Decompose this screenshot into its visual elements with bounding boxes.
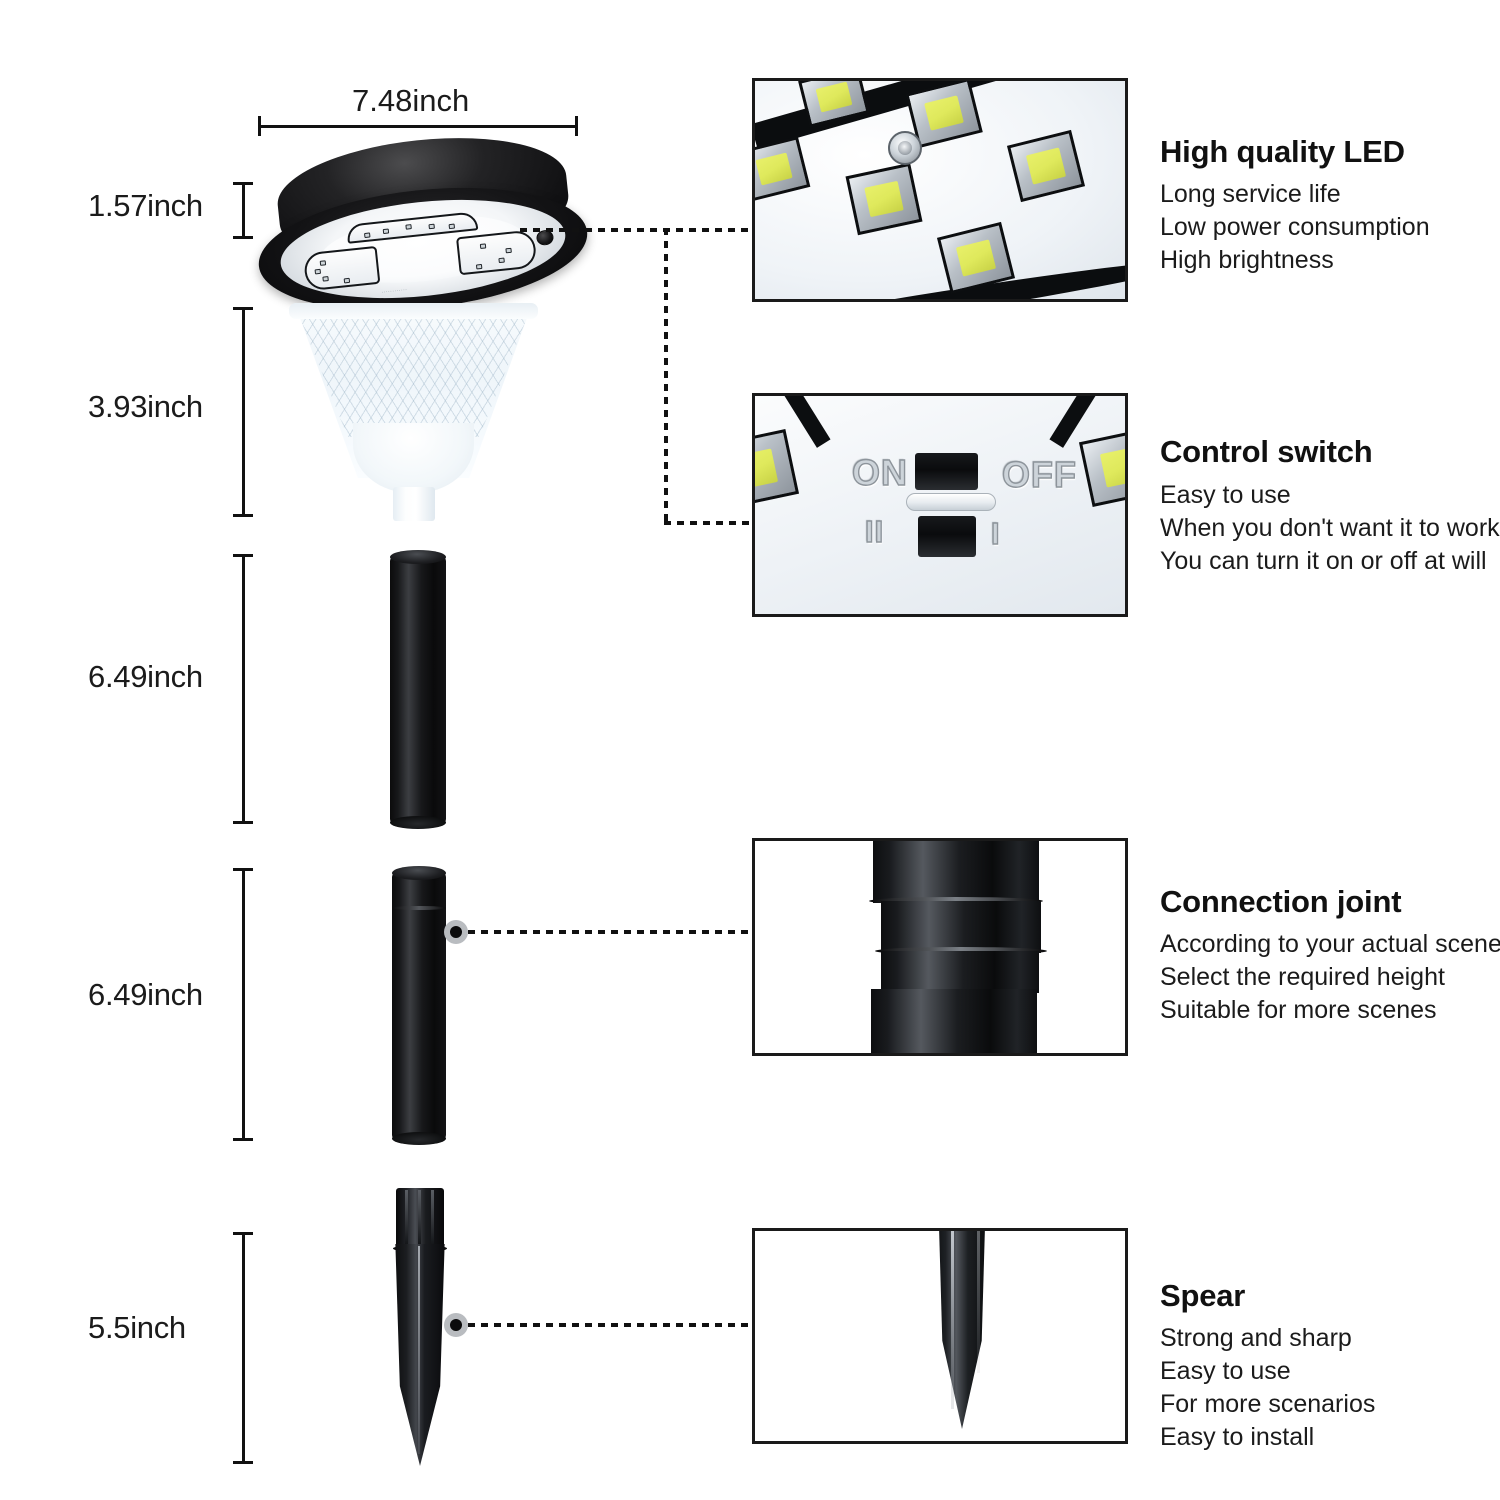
joint-tube-upper [873, 841, 1039, 903]
pole-upper-cap-bottom [390, 816, 446, 829]
pole-lower-cap-top [392, 866, 446, 880]
feature-line: Low power consumption [1160, 213, 1430, 241]
dimension-bar-cap-bottom [233, 1138, 253, 1141]
feature-line: Easy to use [1160, 481, 1291, 509]
switch-label-off: OFF [1001, 453, 1077, 495]
dimension-bar-cap-top [233, 182, 253, 185]
diffuser-texture [299, 317, 528, 437]
callout-dot-spear [444, 1313, 468, 1337]
feature-line: You can turn it on or off at will [1160, 547, 1487, 575]
feature-line: Easy to install [1160, 1423, 1315, 1451]
switch-label-two: II [864, 513, 885, 549]
dimension-bar-cap-top [233, 868, 253, 871]
feature-title-led: High quality LED [1160, 134, 1405, 169]
dimension-bar-ground-spike [233, 1232, 253, 1464]
dimension-label-diffuser: 3.93inch [88, 389, 203, 424]
light-sensor-icon [535, 229, 555, 247]
switch-rocker-upper[interactable] [915, 453, 978, 490]
pole-upper-cap-top [390, 550, 446, 564]
feature-line: High brightness [1160, 246, 1334, 274]
product-pole-upper [390, 556, 446, 824]
product-pole-lower [392, 872, 446, 1140]
dimension-bar-diffuser [233, 307, 253, 517]
dimension-label-lamp-head: 1.57inch [88, 188, 203, 223]
dimension-bar-cap-top [233, 554, 253, 557]
dimension-bar-width-line [258, 125, 578, 128]
dimension-bar-cap-bottom [233, 1461, 253, 1464]
feature-line: When you don't want it to work [1160, 514, 1500, 542]
dimension-bar-line [242, 554, 245, 824]
dimension-bar-line [242, 182, 245, 239]
dimension-label-lower-pole: 6.49inch [88, 977, 203, 1012]
dimension-label-ground-spike: 5.5inch [88, 1310, 186, 1345]
feature-photo-spear [752, 1228, 1128, 1444]
dimension-bar-lower-pole [233, 868, 253, 1141]
feature-line: For more scenarios [1160, 1390, 1376, 1418]
switch-label-one: I [990, 515, 1001, 551]
feature-lines-joint: According to your actual scene Select th… [1160, 928, 1500, 1027]
led-board-screw [888, 131, 922, 165]
switch-label-on: ON [851, 451, 908, 493]
pole-lower-cap-bottom [392, 1132, 446, 1145]
diffuser-neck [393, 487, 435, 521]
feature-line: Strong and sharp [1160, 1324, 1352, 1352]
diffuser-bowl [353, 423, 474, 493]
feature-photo-switch: ON OFF II I [752, 393, 1128, 617]
dimension-bar-cap-bottom [233, 514, 253, 517]
feature-title-switch: Control switch [1160, 434, 1373, 469]
feature-photo-joint [752, 838, 1128, 1056]
led-arc-right [456, 229, 538, 276]
spear-highlight-left [951, 1231, 954, 1409]
dimension-bar-upper-pole [233, 554, 253, 824]
product-diffuser [287, 303, 540, 521]
led-chip [755, 429, 800, 509]
spear-blade [938, 1231, 986, 1429]
callout-dot-joint [444, 920, 468, 944]
joint-tube-mid [881, 951, 1039, 993]
leader-line-led [520, 228, 752, 232]
product-spike-edge-highlight [418, 1246, 420, 1454]
switch-rocker-lower[interactable] [918, 516, 976, 557]
leader-line-switch [664, 521, 754, 525]
led-chip [1078, 427, 1125, 507]
dimension-bar-width [258, 116, 578, 136]
feature-title-spear: Spear [1160, 1278, 1246, 1313]
dimension-bar-line [242, 868, 245, 1141]
product-spike-blade [395, 1244, 445, 1466]
led-arc-left [302, 246, 381, 292]
dimension-label-width: 7.48inch [352, 83, 470, 118]
dimension-bar-cap-bottom [233, 236, 253, 239]
feature-line: According to your actual scene [1160, 930, 1500, 958]
spear-highlight-right [977, 1231, 980, 1373]
diffuser-top-band [289, 303, 538, 319]
feature-lines-switch: Easy to use When you don't want it to wo… [1160, 479, 1500, 578]
lamp-face-marking: ............ [381, 285, 408, 295]
product-spike-collar [393, 1188, 447, 1252]
dimension-bar-width-cap-right [575, 116, 578, 136]
leader-line-joint [468, 930, 753, 934]
dimension-bar-line [242, 307, 245, 517]
dimension-bar-lamp-head [233, 182, 253, 239]
dimension-bar-width-cap-left [258, 116, 261, 136]
joint-collar [881, 901, 1041, 953]
switch-slider[interactable] [906, 493, 996, 511]
feature-photo-led [752, 78, 1128, 302]
dimension-bar-cap-bottom [233, 821, 253, 824]
dimension-bar-line [242, 1232, 245, 1464]
leader-line-spear [468, 1323, 753, 1327]
feature-title-joint: Connection joint [1160, 884, 1402, 919]
dimension-bar-cap-top [233, 1232, 253, 1235]
leader-line-switch-vertical [664, 228, 668, 524]
feature-line: Long service life [1160, 180, 1341, 208]
feature-lines-led: Long service life Low power consumption … [1160, 178, 1430, 277]
joint-tube-lower [871, 989, 1037, 1053]
pole-connection-joint-ring [392, 906, 446, 910]
feature-line: Select the required height [1160, 963, 1445, 991]
dimension-bar-cap-top [233, 307, 253, 310]
feature-line: Easy to use [1160, 1357, 1291, 1385]
feature-lines-spear: Strong and sharp Easy to use For more sc… [1160, 1322, 1375, 1454]
dimension-label-upper-pole: 6.49inch [88, 659, 203, 694]
feature-line: Suitable for more scenes [1160, 996, 1437, 1024]
